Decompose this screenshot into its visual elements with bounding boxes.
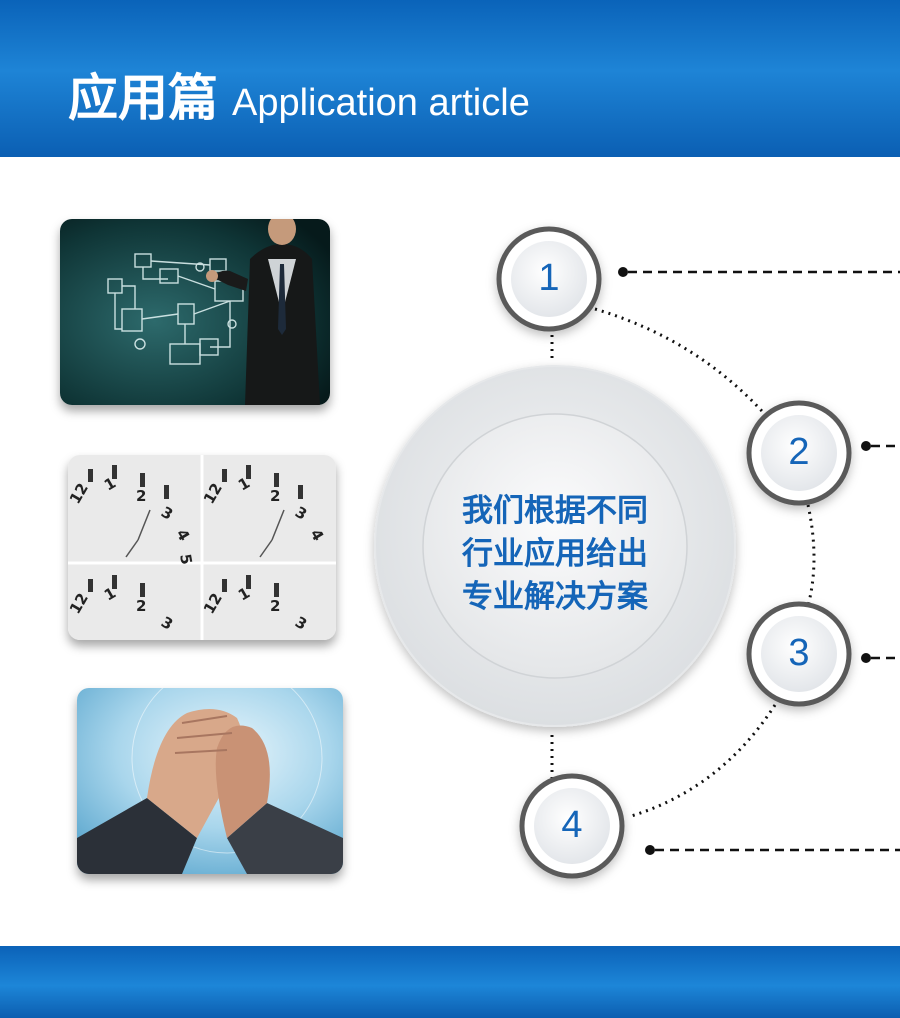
step-node-4 <box>519 773 625 879</box>
svg-text:2: 2 <box>270 487 280 505</box>
svg-text:2: 2 <box>136 597 146 615</box>
step-number-3: 3 <box>788 632 810 674</box>
svg-text:5: 5 <box>176 553 196 566</box>
svg-text:2: 2 <box>136 487 146 505</box>
step-node-1 <box>496 226 602 332</box>
arm-wrestling-photo <box>77 688 343 874</box>
center-disk <box>422 413 688 679</box>
center-text: 我们根据不同 行业应用给出 专业解决方案 <box>420 490 690 619</box>
svg-text:4: 4 <box>173 636 194 640</box>
page-title: 应用篇 Application article <box>68 58 530 130</box>
step-number-2: 2 <box>788 431 810 473</box>
leader-line-4 <box>645 845 900 855</box>
leader-line-2 <box>861 441 900 451</box>
business-network-photo <box>60 219 330 405</box>
center-text-line: 专业解决方案 <box>462 579 648 615</box>
footer-bar <box>0 946 900 1018</box>
dotted-arc <box>594 307 816 819</box>
step-number-1: 1 <box>538 257 560 299</box>
title-chinese: 应用篇 <box>68 69 218 127</box>
title-english: Application article <box>232 82 530 124</box>
step-number-4: 4 <box>561 804 583 846</box>
header-bar: 应用篇 Application article <box>0 0 900 157</box>
svg-text:2: 2 <box>270 597 280 615</box>
center-text-line: 我们根据不同 <box>462 493 648 529</box>
step-node-2 <box>746 400 852 506</box>
step-node-3 <box>746 601 852 707</box>
leader-line-3 <box>861 653 900 663</box>
leader-line-1 <box>618 267 900 277</box>
center-text-line: 行业应用给出 <box>462 536 648 572</box>
clock-figures-photo: 12 1 2 3 4 5 12 1 2 3 4 <box>68 455 336 640</box>
